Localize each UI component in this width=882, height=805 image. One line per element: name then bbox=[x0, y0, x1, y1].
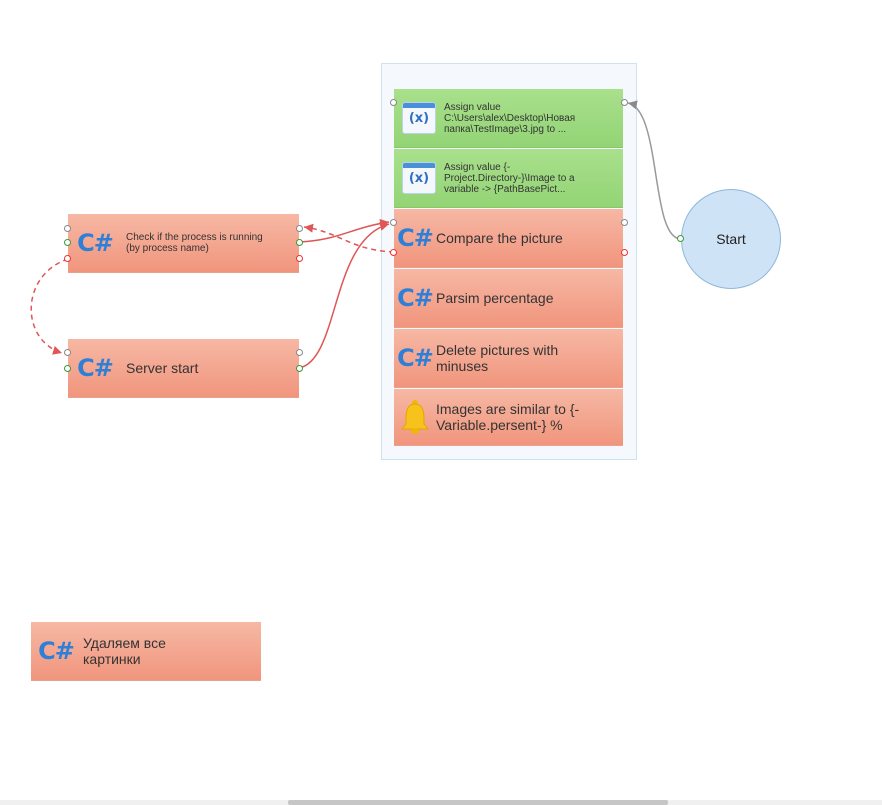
output-port[interactable] bbox=[296, 225, 303, 232]
csharp-icon: C# bbox=[397, 344, 434, 372]
block-label: Compare the picture bbox=[436, 230, 563, 246]
check-error-connection bbox=[30, 258, 69, 355]
variable-icon: (x) bbox=[402, 162, 436, 194]
check-to-compare-connection bbox=[298, 218, 390, 243]
csharp-icon: C# bbox=[77, 229, 114, 257]
assign-value-block-1[interactable]: (x) Assign value C:\Users\alex\Desktop\Н… bbox=[394, 89, 623, 148]
output-port[interactable] bbox=[296, 349, 303, 356]
block-label: Assign value C:\Users\alex\Desktop\Новая… bbox=[444, 101, 576, 135]
output-port[interactable] bbox=[621, 99, 628, 106]
block-label: Assign value {-Project.Directory-}\Image… bbox=[444, 161, 575, 195]
notification-block[interactable]: Images are similar to {-Variable.persent… bbox=[394, 389, 623, 446]
input-port[interactable] bbox=[390, 219, 397, 226]
assign-value-block-2[interactable]: (x) Assign value {-Project.Directory-}\I… bbox=[394, 149, 623, 208]
csharp-icon: C# bbox=[38, 637, 75, 665]
compare-picture-block[interactable]: C# Compare the picture bbox=[394, 209, 623, 268]
block-label: Parsim percentage bbox=[436, 290, 554, 306]
error-port[interactable] bbox=[64, 255, 71, 262]
error-port[interactable] bbox=[296, 255, 303, 262]
success-port[interactable] bbox=[64, 365, 71, 372]
bell-icon bbox=[394, 399, 436, 435]
delete-all-pictures-block[interactable]: C# Удаляем все картинки bbox=[31, 622, 261, 681]
error-port[interactable] bbox=[621, 249, 628, 256]
input-port[interactable] bbox=[64, 349, 71, 356]
block-label: Check if the process is running (by proc… bbox=[126, 232, 263, 254]
delete-pictures-block[interactable]: C# Delete pictures with minuses bbox=[394, 329, 623, 388]
start-node[interactable]: Start bbox=[681, 189, 781, 289]
output-port[interactable] bbox=[621, 219, 628, 226]
check-process-block[interactable]: C# Check if the process is running (by p… bbox=[68, 214, 299, 273]
success-port[interactable] bbox=[296, 239, 303, 246]
input-port[interactable] bbox=[64, 225, 71, 232]
start-label: Start bbox=[716, 231, 746, 247]
block-label: Delete pictures with minuses bbox=[436, 342, 559, 374]
block-label: Images are similar to {-Variable.persent… bbox=[436, 401, 580, 433]
success-port[interactable] bbox=[296, 365, 303, 372]
start-output-port[interactable] bbox=[677, 235, 684, 242]
csharp-icon: C# bbox=[77, 354, 114, 382]
horizontal-scrollbar-thumb[interactable] bbox=[288, 800, 668, 805]
block-label: Server start bbox=[126, 360, 199, 376]
variable-icon: (x) bbox=[402, 102, 436, 134]
server-to-compare-connection bbox=[298, 222, 390, 369]
parsim-percentage-block[interactable]: C# Parsim percentage bbox=[394, 269, 623, 328]
server-start-block[interactable]: C# Server start bbox=[68, 339, 299, 398]
error-port[interactable] bbox=[390, 249, 397, 256]
success-port[interactable] bbox=[64, 239, 71, 246]
csharp-icon: C# bbox=[397, 284, 434, 312]
block-label: Удаляем все картинки bbox=[83, 635, 166, 667]
input-port[interactable] bbox=[390, 99, 397, 106]
csharp-icon: C# bbox=[397, 224, 434, 252]
